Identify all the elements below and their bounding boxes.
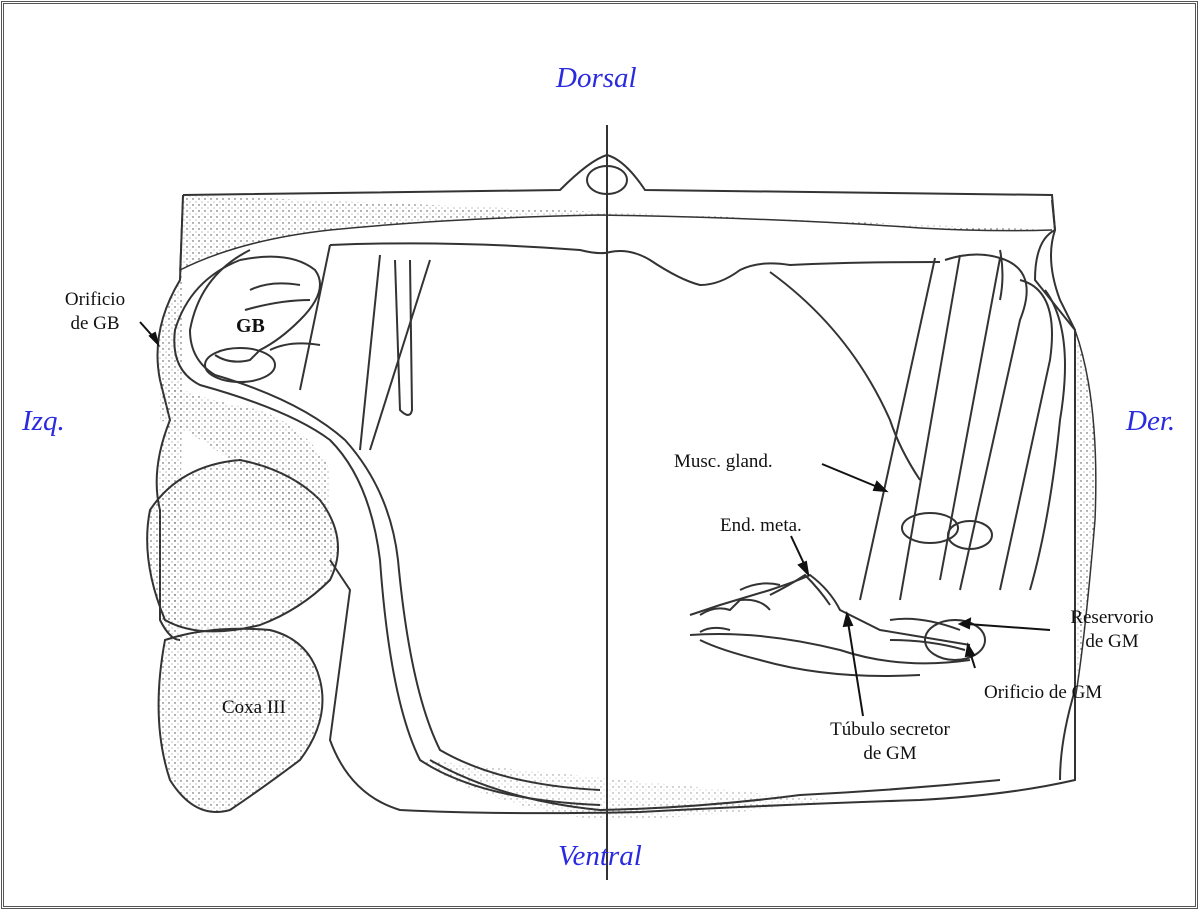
muscle-gland-band (860, 258, 935, 600)
label-dorsal: Dorsal (556, 62, 637, 95)
label-orificio-gb-line1: Orificio (50, 288, 140, 312)
label-end-meta: End. meta. (720, 514, 802, 538)
label-reservorio: Reservorio de GM (1056, 606, 1168, 654)
coxa-iii (159, 629, 323, 812)
label-ventral: Ventral (558, 840, 642, 873)
label-musc-gland: Musc. gland. (674, 450, 773, 474)
label-orificio-gb-line2: de GB (50, 312, 140, 336)
label-tubulo-line1: Túbulo secretor (800, 718, 980, 742)
gb-reservoir (205, 348, 275, 382)
label-reservorio-line1: Reservorio (1056, 606, 1168, 630)
arrow-musc-gland (822, 464, 880, 488)
label-reservorio-line2: de GM (1056, 630, 1168, 654)
label-tubulo: Túbulo secretor de GM (800, 718, 980, 766)
label-tubulo-line2: de GM (800, 742, 980, 766)
dorsal-plate-inner (180, 195, 1052, 270)
label-coxa: Coxa III (222, 696, 286, 720)
label-right: Der. (1126, 405, 1175, 438)
label-gb: GB (236, 314, 265, 338)
gb-gland (215, 257, 320, 362)
label-left: Izq. (22, 405, 65, 438)
label-orificio-gb: Orificio de GB (50, 288, 140, 336)
label-orificio-gm: Orificio de GM (984, 681, 1102, 705)
arrow-tubulo (848, 622, 863, 716)
